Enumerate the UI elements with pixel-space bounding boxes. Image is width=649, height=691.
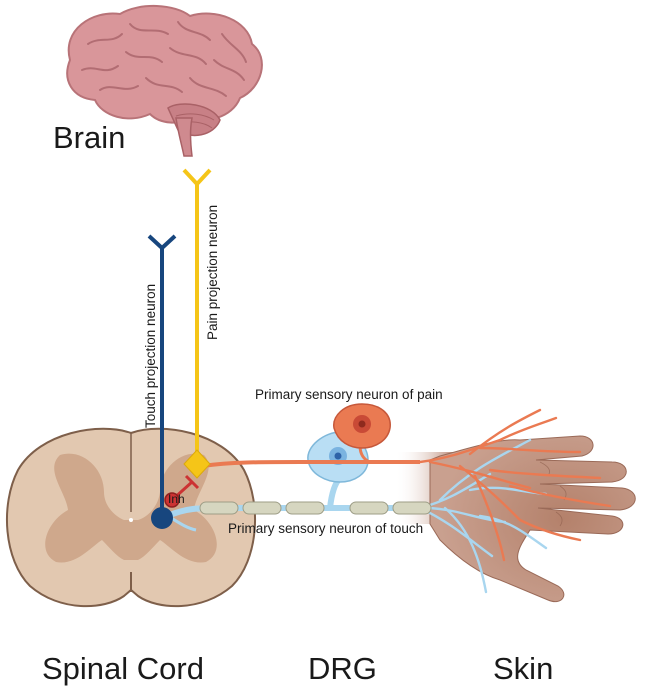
pain-primary-neuron	[202, 403, 612, 562]
inh-label: Inh	[168, 492, 185, 506]
pain-primary-label: Primary sensory neuron of pain	[255, 387, 443, 402]
brain-illustration	[66, 4, 263, 157]
touch-skin-endings	[418, 438, 548, 594]
drg-label: DRG	[308, 651, 377, 686]
myelin-segment	[349, 501, 389, 515]
myelin-segment	[392, 501, 432, 515]
pain-projection-soma	[183, 449, 211, 479]
touch-primary-label: Primary sensory neuron of touch	[228, 521, 423, 536]
brain-stem	[175, 117, 193, 157]
myelin-segment	[285, 501, 325, 515]
touch-projection-soma	[151, 507, 173, 529]
pain-projection-neuron	[182, 168, 212, 479]
touch-projection-neuron	[147, 234, 177, 529]
pain-projection-label: Pain projection neuron	[205, 205, 220, 340]
pain-projection-terminal	[182, 168, 212, 186]
pain-skin-endings	[418, 408, 612, 562]
pain-axon	[202, 460, 420, 468]
spinal-cord-label: Spinal Cord	[42, 651, 204, 686]
brain-gyri	[81, 21, 247, 97]
touch-soma-nucleolus	[334, 452, 342, 460]
skin-label: Skin	[493, 651, 553, 686]
brain-cerebrum	[66, 4, 263, 124]
touch-projection-terminal	[147, 234, 177, 250]
pain-soma-nucleolus	[358, 420, 366, 428]
myelin-segment	[242, 501, 282, 515]
central-canal	[129, 518, 133, 522]
spinal-cord-section	[5, 427, 257, 608]
brain-label: Brain	[53, 120, 125, 155]
inhibitory-soma	[164, 492, 180, 508]
hand-shape	[429, 435, 636, 602]
inhibitory-terminal	[184, 474, 200, 490]
inhibitory-interneuron	[164, 474, 200, 508]
touch-projection-label: Touch projection neuron	[143, 284, 158, 428]
myelin-segment	[199, 501, 239, 515]
spinal-cord-gray-matter	[45, 453, 217, 563]
